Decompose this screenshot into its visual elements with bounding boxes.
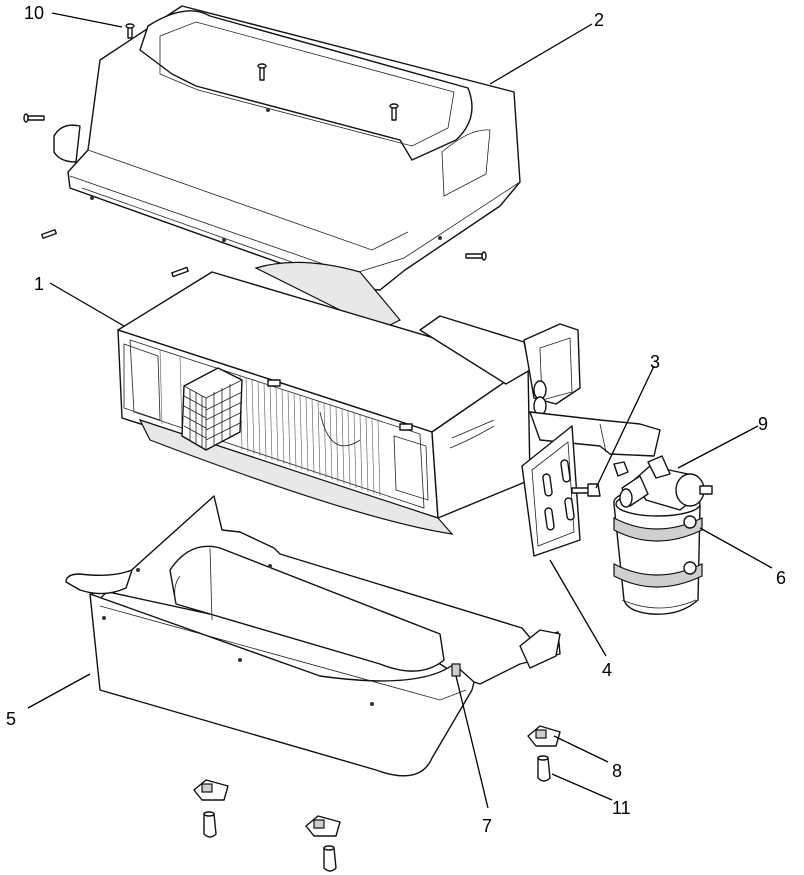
top-cover-part <box>53 5 521 291</box>
callout-4: 4 <box>602 660 612 680</box>
screw-icon <box>23 113 45 123</box>
screw-icon <box>465 251 487 261</box>
screw-icon <box>171 266 189 278</box>
pin-icon <box>323 845 337 872</box>
nut-icon <box>613 461 629 477</box>
clip-nut-icon <box>193 779 229 801</box>
screw-icon <box>389 103 399 121</box>
callout-6: 6 <box>776 568 786 588</box>
callout-5: 5 <box>6 709 16 729</box>
callout-11: 11 <box>612 798 631 818</box>
callout-2: 2 <box>594 10 604 30</box>
clip-nut-icon <box>305 815 341 837</box>
callout-9: 9 <box>758 414 768 434</box>
pin-icon <box>203 811 217 838</box>
heater-core-box-part <box>117 261 531 535</box>
callout-1: 1 <box>34 274 44 294</box>
clip-nut-icon <box>527 725 561 747</box>
lower-tray-part <box>65 495 561 777</box>
callout-3: 3 <box>650 352 660 372</box>
mounting-bracket-part <box>521 425 581 557</box>
grille-lines <box>159 349 381 497</box>
receiver-drier-part <box>613 489 703 615</box>
screw-icon <box>125 23 135 39</box>
pin-icon <box>537 755 551 782</box>
expansion-valve-part <box>619 455 713 511</box>
callout-7: 7 <box>482 816 492 836</box>
fan-grid-block <box>181 367 243 451</box>
screw-icon <box>41 229 57 239</box>
leader-lines <box>27 12 773 809</box>
callout-8: 8 <box>612 761 622 781</box>
screw-icon <box>257 63 267 81</box>
callout-10: 10 <box>24 3 44 23</box>
